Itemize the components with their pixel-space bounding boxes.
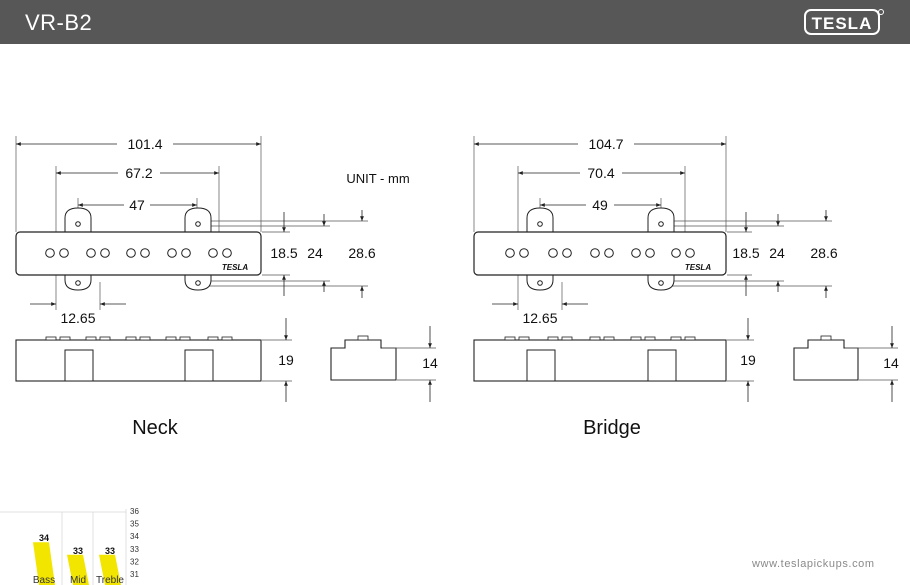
neck-guide-lines bbox=[15, 136, 368, 310]
tone-bar-mid bbox=[67, 554, 89, 585]
tone-chart-tick-label: 33 bbox=[130, 545, 139, 554]
neck-side-height-label: 19 bbox=[278, 352, 294, 368]
bridge-end-view: 14 bbox=[793, 326, 899, 402]
tone-chart-tick-label: 36 bbox=[130, 507, 139, 516]
header-bar: VR-B2 TESLA bbox=[0, 0, 910, 44]
bridge-width-overall-label: 104.7 bbox=[588, 136, 623, 152]
unit-label: UNIT - mm bbox=[346, 171, 409, 186]
bridge-guide-lines bbox=[473, 136, 832, 310]
neck-inner-spacing-label: 47 bbox=[129, 197, 145, 213]
tone-category-label: Treble bbox=[96, 575, 124, 585]
neck-height-body-label: 18.5 bbox=[270, 245, 297, 261]
tone-category-label: Mid bbox=[70, 575, 86, 585]
tesla-logo: TESLA bbox=[804, 9, 884, 35]
pickup-drawing: 101.4 67.2 47 12.65 18.5 24 28.6 bbox=[0, 136, 899, 585]
tone-chart-tick-label: 35 bbox=[130, 520, 139, 529]
bridge-caption: Bridge bbox=[583, 417, 641, 439]
tone-bar-value-label: 33 bbox=[73, 546, 83, 556]
bridge-pickup: 104.7 70.4 49 12.65 18.5 24 28.6 bbox=[473, 136, 899, 439]
tone-chart-grid bbox=[0, 509, 127, 585]
bridge-offset-label: 12.65 bbox=[522, 310, 557, 326]
tone-chart-tick-label: 31 bbox=[130, 570, 139, 579]
tone-chart-tick-label: 32 bbox=[130, 557, 139, 566]
neck-height-total-label: 28.6 bbox=[348, 245, 375, 261]
neck-pickup: 101.4 67.2 47 12.65 18.5 24 28.6 bbox=[15, 136, 438, 439]
bridge-height-body-label: 18.5 bbox=[732, 245, 759, 261]
bridge-brand-mark: TESLA bbox=[685, 263, 711, 272]
tone-chart-tick-label: 34 bbox=[130, 532, 139, 541]
bridge-height-mid-label: 24 bbox=[769, 245, 785, 261]
bridge-mount-spacing-label: 70.4 bbox=[587, 165, 614, 181]
neck-caption: Neck bbox=[132, 417, 179, 439]
bridge-top-view: TESLA bbox=[473, 207, 727, 291]
tone-bar-bass bbox=[33, 542, 55, 585]
neck-height-mid-label: 24 bbox=[307, 245, 323, 261]
neck-end-view: 14 bbox=[330, 326, 438, 402]
neck-mount-spacing-label: 67.2 bbox=[125, 165, 152, 181]
neck-side-view: 19 bbox=[15, 318, 294, 402]
website-url: www.teslapickups.com bbox=[752, 558, 875, 570]
model-title: VR-B2 bbox=[25, 10, 93, 35]
bridge-pole-pieces bbox=[505, 248, 695, 258]
bridge-height-total-label: 28.6 bbox=[810, 245, 837, 261]
svg-text:TESLA: TESLA bbox=[812, 14, 873, 33]
bridge-side-height-label: 19 bbox=[740, 352, 756, 368]
neck-top-view: TESLA bbox=[15, 207, 262, 291]
tone-category-label: Bass bbox=[33, 575, 55, 585]
tone-bar-treble bbox=[99, 554, 121, 585]
bridge-inner-spacing-label: 49 bbox=[592, 197, 608, 213]
neck-pole-pieces bbox=[45, 248, 232, 258]
neck-brand-mark: TESLA bbox=[222, 263, 248, 272]
neck-width-overall-label: 101.4 bbox=[127, 136, 162, 152]
neck-offset-label: 12.65 bbox=[60, 310, 95, 326]
tone-bar-value-label: 34 bbox=[39, 533, 49, 543]
bridge-side-view: 19 bbox=[473, 318, 756, 402]
neck-end-height-label: 14 bbox=[422, 355, 438, 371]
tone-bar-value-label: 33 bbox=[105, 546, 115, 556]
bridge-end-height-label: 14 bbox=[883, 355, 899, 371]
